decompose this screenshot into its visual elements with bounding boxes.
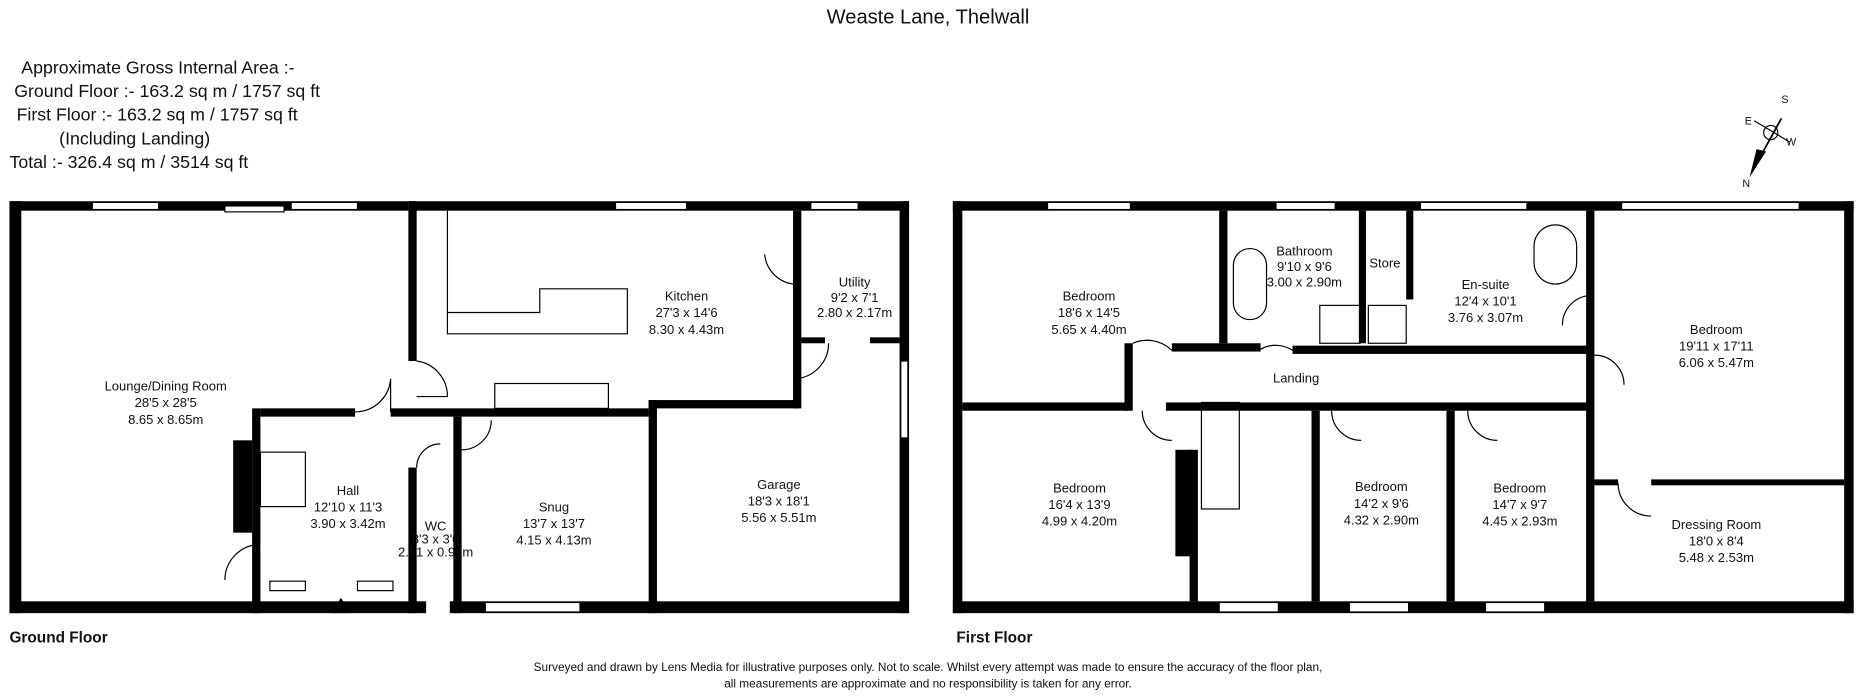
staircase	[1200, 401, 1240, 510]
ground-floor-labels: Lounge/Dining Room 28'5 x 28'5 8.65 x 8.…	[9, 274, 892, 646]
svg-text:16'4 x 13'9: 16'4 x 13'9	[1048, 497, 1110, 512]
compass-n: N	[1742, 178, 1750, 190]
svg-text:Kitchen: Kitchen	[665, 289, 708, 304]
area-heading: Approximate Gross Internal Area :-	[21, 57, 294, 77]
ground-floor-label: Ground Floor	[9, 630, 107, 647]
svg-text:4.32 x 2.90m: 4.32 x 2.90m	[1344, 512, 1419, 527]
svg-text:3.90 x 3.42m: 3.90 x 3.42m	[310, 516, 385, 531]
svg-text:4.45 x 2.93m: 4.45 x 2.93m	[1482, 514, 1557, 529]
svg-text:6.06 x 5.47m: 6.06 x 5.47m	[1679, 355, 1754, 370]
svg-text:12'4 x 10'1: 12'4 x 10'1	[1454, 293, 1516, 308]
room-dressing: Dressing Room 18'0 x 8'4 5.48 x 2.53m	[1671, 517, 1761, 565]
svg-text:13'7 x 13'7: 13'7 x 13'7	[523, 516, 585, 531]
svg-text:3.00 x 2.90m: 3.00 x 2.90m	[1267, 274, 1342, 289]
area-first: First Floor :- 163.2 sq m / 1757 sq ft	[17, 105, 298, 125]
svg-text:28'5 x 28'5: 28'5 x 28'5	[135, 395, 197, 410]
compass-w: W	[1786, 137, 1796, 149]
svg-text:En-suite: En-suite	[1462, 277, 1510, 292]
svg-text:19'11 x 17'11: 19'11 x 17'11	[1679, 338, 1754, 353]
area-summary: Approximate Gross Internal Area :- Groun…	[9, 57, 320, 172]
svg-text:4.99 x 4.20m: 4.99 x 4.20m	[1042, 514, 1117, 529]
svg-text:5.56 x 5.51m: 5.56 x 5.51m	[741, 510, 816, 525]
svg-text:Bathroom: Bathroom	[1276, 244, 1332, 259]
room-bedroom-4: Bedroom 14'7 x 9'7 4.45 x 2.93m	[1482, 480, 1557, 528]
first-floor-labels: Bedroom 18'6 x 14'5 5.65 x 4.40m Bathroo…	[956, 244, 1761, 647]
svg-text:Lounge/Dining Room: Lounge/Dining Room	[105, 379, 227, 394]
svg-text:2.51 x 0.92m: 2.51 x 0.92m	[398, 544, 473, 559]
room-kitchen: Kitchen 27'3 x 14'6 8.30 x 4.43m	[649, 289, 724, 337]
svg-text:5.65 x 4.40m: 5.65 x 4.40m	[1051, 322, 1126, 337]
area-ground: Ground Floor :- 163.2 sq m / 1757 sq ft	[14, 81, 320, 101]
compass-icon: S E W N	[1742, 94, 1796, 190]
room-bedroom-2: Bedroom 16'4 x 13'9 4.99 x 4.20m	[1042, 480, 1117, 528]
svg-text:18'6 x 14'5: 18'6 x 14'5	[1058, 305, 1120, 320]
room-bedroom-master: Bedroom 19'11 x 17'11 6.06 x 5.47m	[1679, 322, 1754, 370]
room-ensuite: En-suite 12'4 x 10'1 3.76 x 3.07m	[1448, 277, 1523, 325]
svg-text:8.30 x 4.43m: 8.30 x 4.43m	[649, 322, 724, 337]
area-first-note: (Including Landing)	[59, 128, 210, 148]
room-bedroom-1: Bedroom 18'6 x 14'5 5.65 x 4.40m	[1051, 289, 1126, 337]
svg-text:5.48 x 2.53m: 5.48 x 2.53m	[1679, 550, 1754, 565]
svg-text:Bedroom: Bedroom	[1493, 480, 1546, 495]
svg-text:9'2 x 7'1: 9'2 x 7'1	[831, 290, 879, 305]
room-lounge: Lounge/Dining Room 28'5 x 28'5 8.65 x 8.…	[105, 379, 227, 427]
disclaimer-line-2: all measurements are approximate and no …	[724, 677, 1132, 691]
svg-text:14'2 x 9'6: 14'2 x 9'6	[1354, 496, 1409, 511]
entrance-arrow-icon	[331, 597, 351, 614]
svg-text:18'3 x 18'1: 18'3 x 18'1	[748, 493, 810, 508]
disclaimer-line-1: Surveyed and drawn by Lens Media for ill…	[534, 660, 1323, 674]
room-bathroom: Bathroom 9'10 x 9'6 3.00 x 2.90m	[1267, 244, 1342, 290]
svg-text:Utility: Utility	[839, 274, 871, 289]
svg-text:4.15 x 4.13m: 4.15 x 4.13m	[516, 532, 591, 547]
svg-text:14'7 x 9'7: 14'7 x 9'7	[1492, 497, 1547, 512]
svg-text:Hall: Hall	[337, 483, 360, 498]
svg-text:Snug: Snug	[539, 499, 569, 514]
svg-text:9'10 x 9'6: 9'10 x 9'6	[1277, 259, 1332, 274]
first-floor-walls	[952, 201, 1854, 614]
area-total: Total :- 326.4 sq m / 3514 sq ft	[9, 152, 248, 172]
room-garage: Garage 18'3 x 18'1 5.56 x 5.51m	[741, 477, 816, 525]
svg-text:12'10 x 11'3: 12'10 x 11'3	[314, 499, 382, 514]
plan-title: Weaste Lane, Thelwall	[827, 7, 1030, 29]
svg-text:3.76 x 3.07m: 3.76 x 3.07m	[1448, 310, 1523, 325]
ground-floor-walls	[9, 201, 910, 614]
svg-text:Dressing Room: Dressing Room	[1671, 517, 1761, 532]
svg-text:8.65 x 8.65m: 8.65 x 8.65m	[128, 412, 203, 427]
compass-e: E	[1745, 115, 1752, 127]
svg-text:Bedroom: Bedroom	[1690, 322, 1743, 337]
svg-text:2.80 x 2.17m: 2.80 x 2.17m	[817, 305, 892, 320]
svg-text:Bedroom: Bedroom	[1355, 479, 1408, 494]
svg-text:18'0 x 8'4: 18'0 x 8'4	[1689, 534, 1744, 549]
room-landing: Landing	[1273, 370, 1319, 385]
room-utility: Utility 9'2 x 7'1 2.80 x 2.17m	[817, 274, 892, 320]
room-bedroom-3: Bedroom 14'2 x 9'6 4.32 x 2.90m	[1344, 479, 1419, 527]
svg-text:Bedroom: Bedroom	[1053, 480, 1106, 495]
svg-text:8'3 x 3'0: 8'3 x 3'0	[412, 531, 460, 546]
room-snug: Snug 13'7 x 13'7 4.15 x 4.13m	[516, 499, 591, 547]
compass-s: S	[1781, 94, 1788, 106]
first-floor-label: First Floor	[956, 630, 1032, 647]
svg-text:WC: WC	[425, 518, 447, 533]
room-store: Store	[1369, 256, 1400, 271]
room-hall: Hall 12'10 x 11'3 3.90 x 3.42m	[310, 483, 385, 531]
room-wc: WC 8'3 x 3'0 2.51 x 0.92m	[398, 518, 473, 559]
svg-text:Garage: Garage	[757, 477, 800, 492]
svg-text:27'3 x 14'6: 27'3 x 14'6	[655, 305, 717, 320]
svg-text:Bedroom: Bedroom	[1063, 289, 1116, 304]
